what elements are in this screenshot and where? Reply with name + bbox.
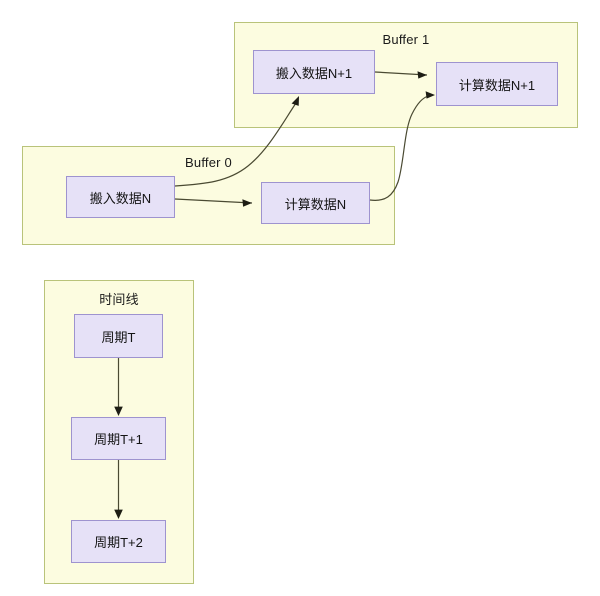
node-compute-data-n[interactable]: 计算数据N: [261, 182, 370, 224]
group-buffer-0-title: Buffer 0: [185, 155, 232, 170]
node-cycle-t-plus-2[interactable]: 周期T+2: [71, 520, 166, 563]
group-buffer-1-title: Buffer 1: [382, 32, 430, 47]
group-timeline-title: 时间线: [99, 292, 139, 307]
node-compute-data-n-plus-1[interactable]: 计算数据N+1: [436, 62, 558, 106]
node-load-data-n[interactable]: 搬入数据N: [66, 176, 175, 218]
node-load-data-n-plus-1[interactable]: 搬入数据N+1: [253, 50, 375, 94]
node-cycle-t-plus-1[interactable]: 周期T+1: [71, 417, 166, 460]
node-cycle-t[interactable]: 周期T: [74, 314, 163, 358]
